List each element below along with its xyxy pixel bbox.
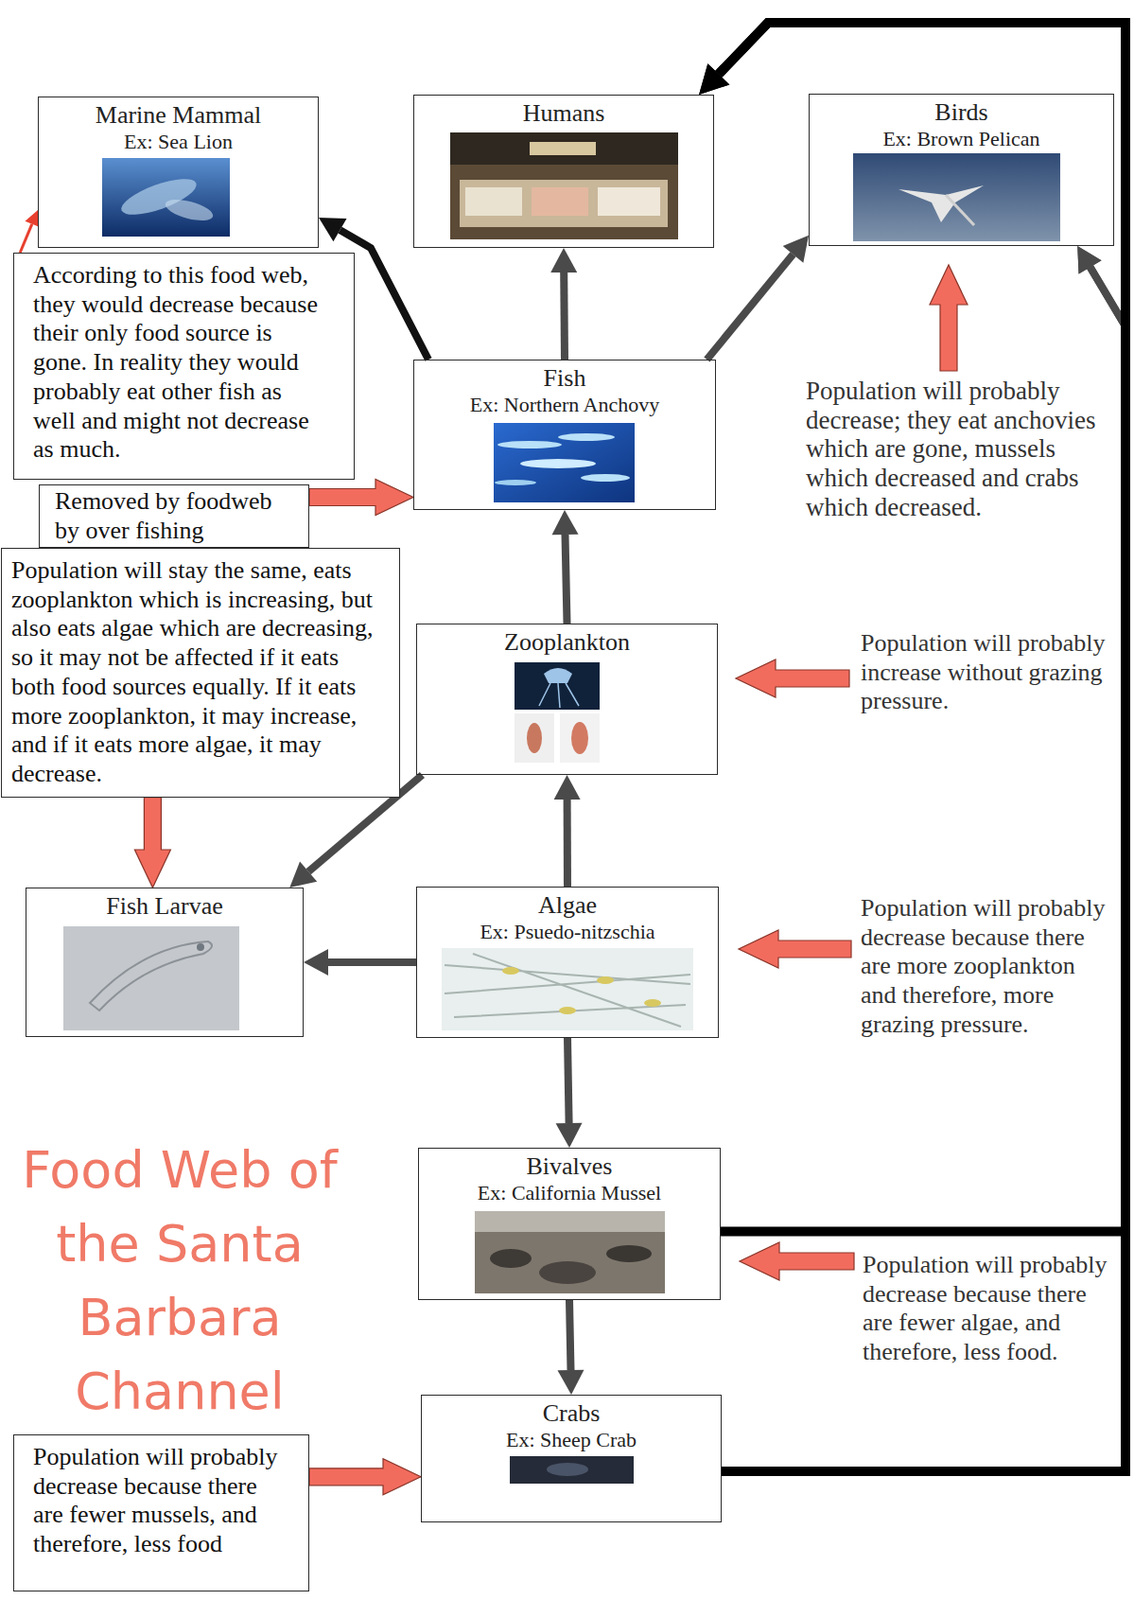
organism-name: Marine Mammal <box>44 101 313 130</box>
example-species: Ex: Brown Pelican <box>815 126 1108 152</box>
sea-lion-photo <box>102 157 230 237</box>
organism-name: Crabs <box>427 1398 716 1428</box>
food-arrow <box>309 1458 421 1495</box>
note-box: Population will stay the same, eats zoop… <box>0 547 401 798</box>
note-text: Population will stay the same, eats zoop… <box>11 556 381 789</box>
anchovy-photo <box>493 422 635 503</box>
population-note: Population will probably increase withou… <box>860 628 1115 716</box>
note-box: Population will probably decrease becaus… <box>13 1433 310 1591</box>
organism-box: CrabsEx: Sheep Crab <box>420 1394 722 1522</box>
fish-larvae-photo <box>63 925 240 1030</box>
example-species: Ex: Psuedo-nitzschia <box>422 919 713 944</box>
population-note: Population will probably decrease becaus… <box>860 893 1115 1040</box>
organism-box: Fish Larvae <box>25 887 304 1037</box>
organism-name: Birds <box>815 98 1108 127</box>
sheep-crab-photo <box>509 1455 634 1483</box>
example-species: Ex: California Mussel <box>424 1180 715 1205</box>
organism-box: Marine MammalEx: Sea Lion <box>37 96 319 248</box>
food-arrow <box>721 245 1126 1471</box>
population-note: Population will probably decrease becaus… <box>862 1250 1115 1367</box>
food-arrow <box>698 22 1126 1232</box>
food-arrow <box>557 1299 584 1395</box>
example-species: Ex: Sheep Crab <box>427 1427 716 1452</box>
food-arrow <box>550 247 577 360</box>
note-box: According to this food web, they would d… <box>13 252 355 480</box>
organism-name: Bivalves <box>424 1151 715 1181</box>
note-text: According to this food web, they would d… <box>33 261 326 465</box>
organism-name: Humans <box>419 99 708 128</box>
population-note: Population will probably decrease; they … <box>805 376 1109 523</box>
organism-box: Zooplankton <box>416 623 718 775</box>
example-species: Ex: Northern Anchovy <box>419 392 710 418</box>
organism-box: BirdsEx: Brown Pelican <box>808 93 1115 246</box>
organism-name: Fish <box>419 364 710 393</box>
food-arrow <box>554 774 581 887</box>
note-text: Removed by foodweb by over fishing <box>54 487 283 545</box>
organism-name: Algae <box>422 890 713 920</box>
note-text: Population will probably decrease becaus… <box>33 1442 286 1559</box>
algae-photo <box>441 947 694 1030</box>
organism-name: Fish Larvae <box>32 891 297 921</box>
mussel-bed-photo <box>474 1210 665 1293</box>
food-arrow <box>552 509 579 624</box>
food-arrow <box>706 235 809 360</box>
note-box: Removed by foodweb by over fishing <box>38 484 310 548</box>
example-species: Ex: Sea Lion <box>44 129 313 155</box>
food-arrow <box>303 948 417 976</box>
food-arrow <box>134 797 171 888</box>
food-arrow <box>309 479 414 516</box>
diagram-title: Food Web of the Santa Barbara Channel <box>0 1133 360 1429</box>
organism-name: Zooplankton <box>422 628 712 657</box>
food-arrow <box>19 209 39 253</box>
organism-box: FishEx: Northern Anchovy <box>413 359 716 510</box>
seafood-market-photo <box>450 132 679 240</box>
organism-box: Humans <box>413 94 715 248</box>
zooplankton-photo <box>514 662 600 763</box>
food-arrow <box>556 1037 583 1148</box>
organism-box: BivalvesEx: California Mussel <box>418 1147 721 1300</box>
organism-box: AlgaeEx: Psuedo-nitzschia <box>416 886 719 1038</box>
food-arrow <box>698 22 1126 1471</box>
pelican-photo <box>853 153 1061 242</box>
food-arrow <box>720 245 1126 1232</box>
